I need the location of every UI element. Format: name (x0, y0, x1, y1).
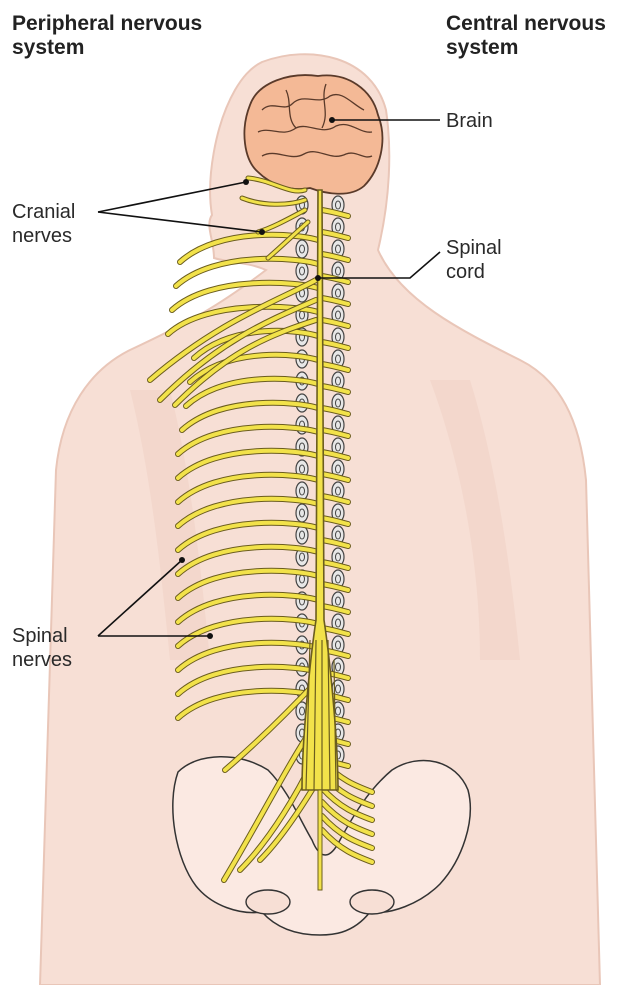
pelvis-foramen-right (350, 890, 394, 914)
vertebra (296, 240, 308, 258)
spinal-cord-label: Spinal cord (446, 236, 502, 284)
vertebra (296, 526, 308, 544)
cranial-nerves-label: Cranial nerves (12, 200, 75, 248)
vertebra (296, 504, 308, 522)
filum-terminale (318, 790, 322, 890)
brain (244, 75, 382, 194)
vertebra (296, 262, 308, 280)
brain-label: Brain (446, 109, 493, 133)
spinal-nerves-label: Spinal nerves (12, 624, 72, 672)
pelvis-foramen-left (246, 890, 290, 914)
